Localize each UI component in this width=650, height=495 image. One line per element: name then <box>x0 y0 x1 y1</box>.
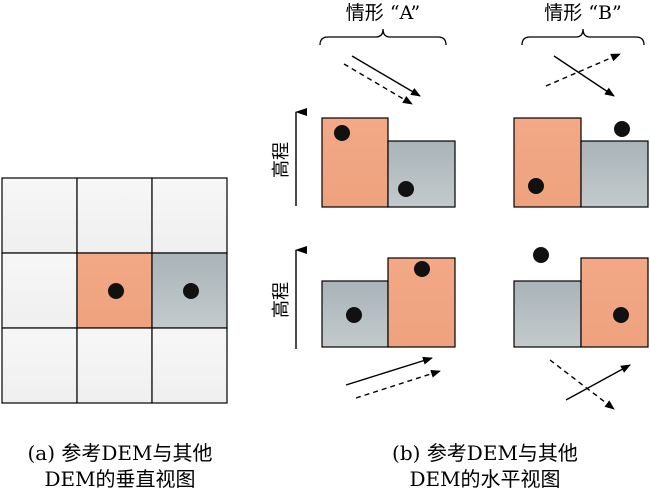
grid-cell <box>1 252 78 329</box>
vertical-view-grid <box>1 177 228 404</box>
reference-dem-block <box>321 117 389 208</box>
reference-point <box>334 125 350 141</box>
grid-cell <box>1 327 78 404</box>
panel-bottom-a <box>321 257 456 348</box>
top-arrows-a <box>343 55 421 105</box>
scenario-a-label: 情形 “A” <box>346 2 420 24</box>
grid-cell <box>151 177 228 254</box>
dashed-view-arrow <box>549 359 615 410</box>
caption-line: (b) 参考DEM与其他 <box>392 441 578 465</box>
caption-vertical-view: (a) 参考DEM与其他 DEM的垂直视图 <box>0 440 240 492</box>
dashed-view-arrow <box>343 63 413 105</box>
dashed-view-arrow <box>545 53 621 87</box>
caption-line: DEM的垂直视图 <box>44 467 196 491</box>
other-point <box>533 247 549 263</box>
scenario-a-brace <box>319 28 447 46</box>
elevation-axis-bottom: 高程 <box>271 246 307 349</box>
reference-point <box>613 307 629 323</box>
grid-cell <box>76 177 153 254</box>
caption-horizontal-view: (b) 参考DEM与其他 DEM的水平视图 <box>335 440 635 492</box>
panel-top-a <box>321 117 456 208</box>
elevation-label: 高程 <box>271 142 292 178</box>
scenario-b-label: 情形 “B” <box>544 2 621 24</box>
reference-point <box>108 283 124 299</box>
grid-cell <box>151 327 228 404</box>
other-dem-block <box>387 140 456 208</box>
solid-view-arrow <box>553 55 615 97</box>
dashed-view-arrow <box>355 369 441 399</box>
reference-point <box>414 261 430 277</box>
panel-bottom-b <box>513 247 649 348</box>
reference-dem-block <box>513 117 582 208</box>
grid-cell <box>1 177 78 254</box>
reference-dem-block <box>580 257 649 348</box>
caption-line: DEM的水平视图 <box>409 467 561 491</box>
grid-cell <box>76 327 153 404</box>
other-point <box>398 181 414 197</box>
other-point <box>614 121 630 137</box>
reference-point <box>528 178 544 194</box>
bottom-arrows-a <box>345 356 441 399</box>
bottom-arrows-b <box>549 359 631 410</box>
other-point <box>183 283 199 299</box>
solid-view-arrow <box>565 364 631 401</box>
caption-line: (a) 参考DEM与其他 <box>27 441 213 465</box>
elevation-axis-top: 高程 <box>271 108 307 206</box>
solid-view-arrow <box>351 55 421 97</box>
reference-dem-block <box>387 257 456 348</box>
top-arrows-b <box>545 53 621 97</box>
other-dem-block <box>580 140 649 208</box>
solid-view-arrow <box>345 356 433 386</box>
other-dem-block <box>513 280 582 348</box>
scenario-b-brace <box>521 28 645 46</box>
elevation-label: 高程 <box>271 282 292 318</box>
panel-top-b <box>513 117 649 208</box>
other-point <box>346 307 362 323</box>
